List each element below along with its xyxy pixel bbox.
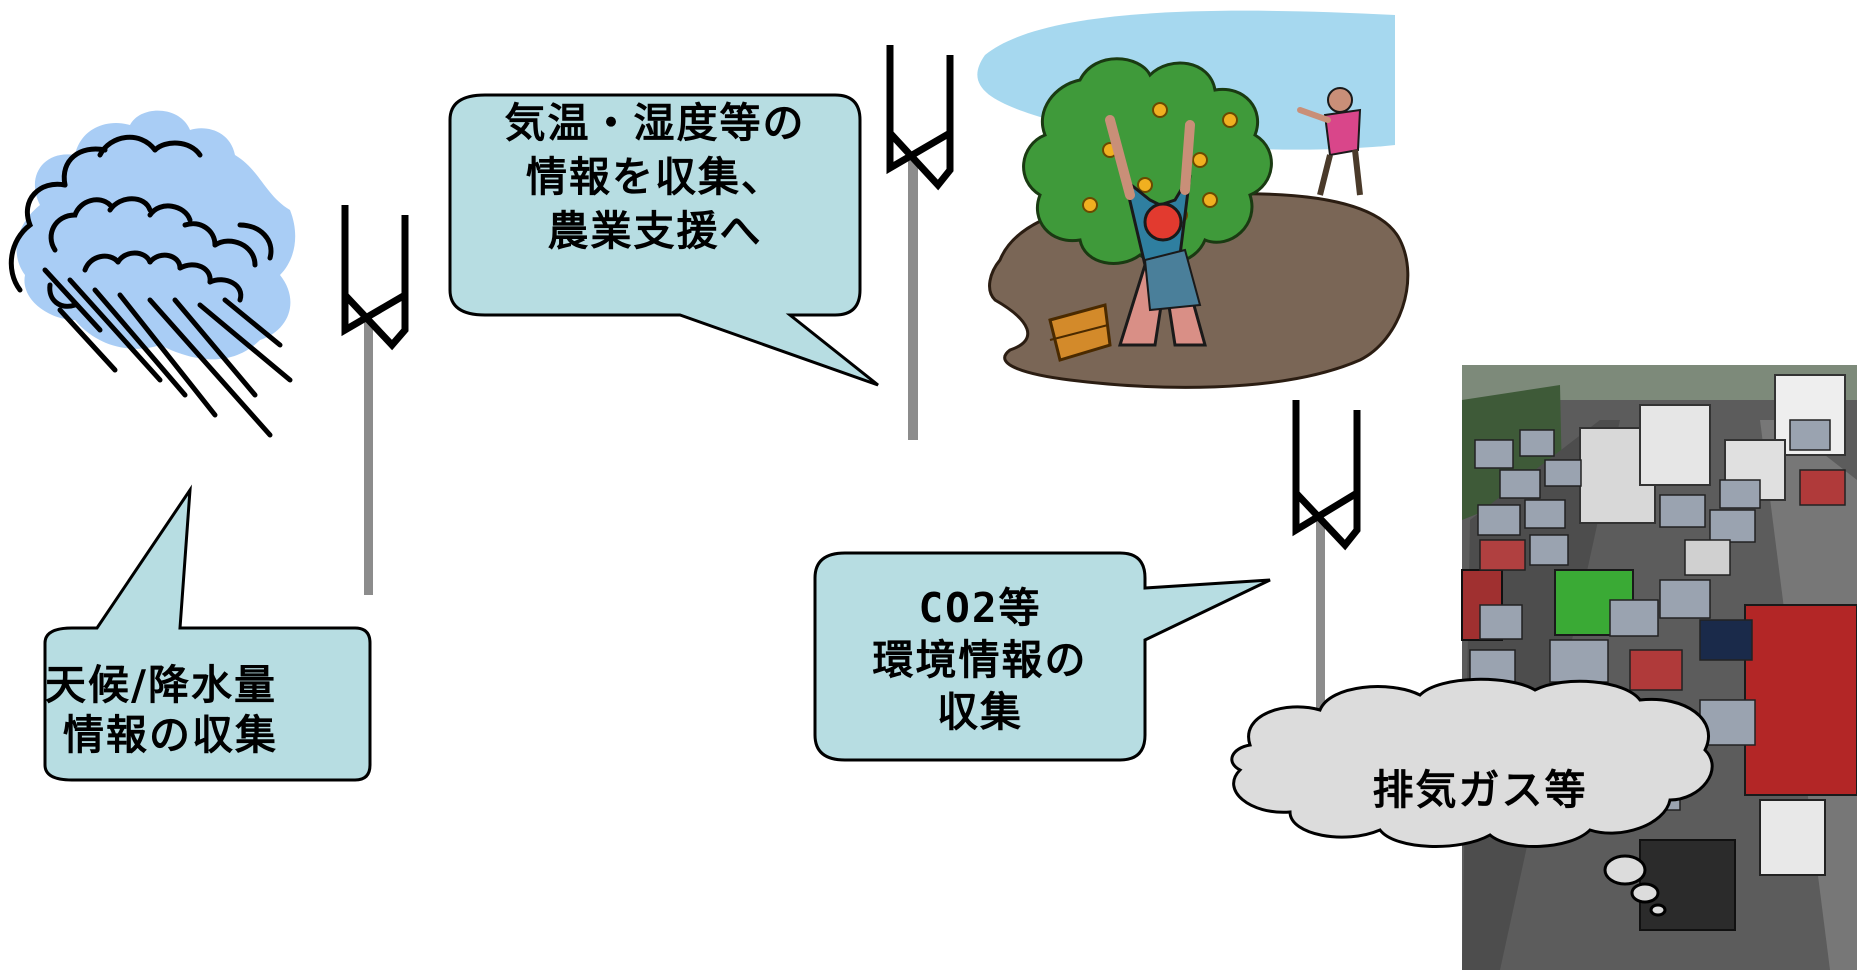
antenna-icon <box>341 205 409 595</box>
agriculture-callout-text: 気温・湿度等の 情報を収集、 農業支援へ <box>450 98 860 256</box>
exhaust-cloud-text: 排気ガス等 <box>1372 766 1588 814</box>
agriculture-line-2: 情報を収集、 <box>526 153 784 201</box>
agriculture-callout <box>448 93 879 387</box>
environment-line-3: 収集 <box>937 688 1023 736</box>
agriculture-line-3: 農業支援へ <box>547 207 763 255</box>
weather-line-1: 天候/降水量 <box>45 661 277 709</box>
environment-callout <box>813 551 1271 762</box>
thought-cloud-icon <box>1230 677 1714 917</box>
environment-line-1: CO2等 <box>918 584 1042 632</box>
traffic-photo <box>1461 365 1857 970</box>
weather-callout <box>43 484 372 782</box>
environment-callout-text: CO2等 環境情報の 収集 <box>815 583 1145 737</box>
agriculture-line-1: 気温・湿度等の <box>504 99 806 147</box>
antenna-icon <box>1292 400 1361 720</box>
rain-cloud-icon <box>8 110 296 438</box>
weather-line-2: 情報の収集 <box>63 711 278 759</box>
farmer-tree-icon <box>977 10 1410 389</box>
environment-line-2: 環境情報の <box>872 636 1088 684</box>
weather-callout-text: 天候/降水量 情報の収集 <box>45 660 370 760</box>
antenna-icon <box>886 45 954 440</box>
